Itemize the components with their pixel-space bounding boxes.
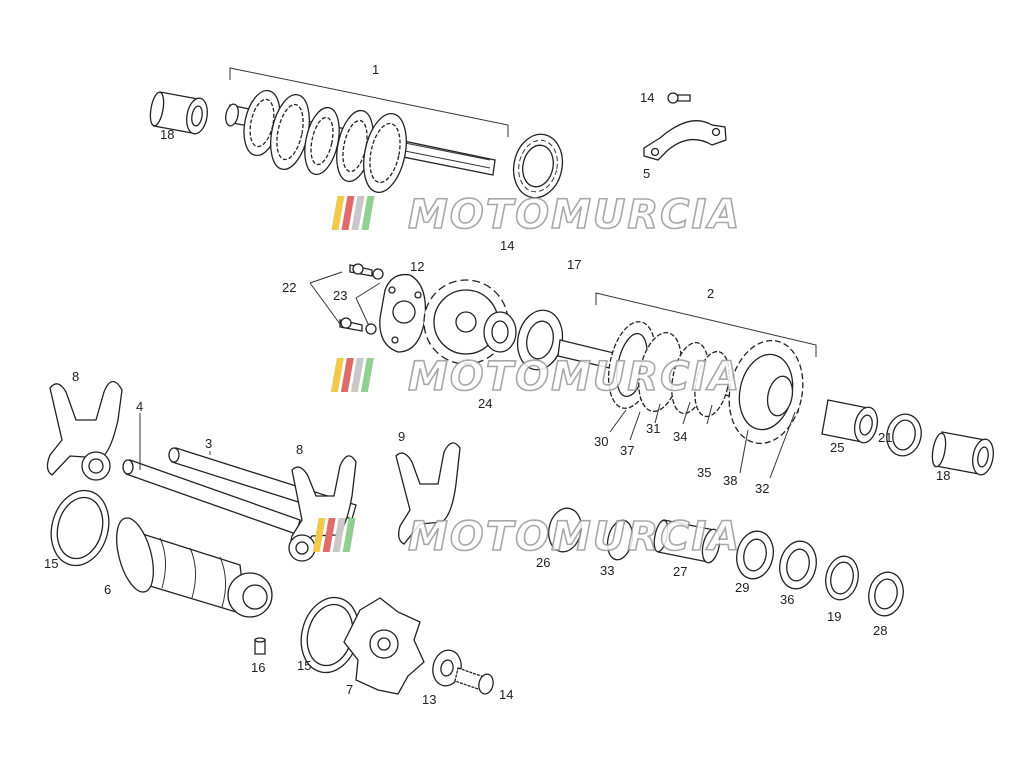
label-part-37: 37 xyxy=(620,443,634,458)
label-part-22: 22 xyxy=(282,280,296,295)
bushing-27 xyxy=(653,519,721,564)
circlip-19 xyxy=(825,555,859,601)
label-part-1: 1 xyxy=(372,62,379,77)
label-part-18: 18 xyxy=(160,127,174,142)
label-part-4: 4 xyxy=(136,399,143,414)
label-part-5: 5 xyxy=(643,166,650,181)
label-part-15: 15 xyxy=(44,556,58,571)
selector-drum-6 xyxy=(116,517,273,618)
washer-13 xyxy=(432,649,462,687)
label-part-30: 30 xyxy=(594,434,608,449)
label-part-36: 36 xyxy=(780,592,794,607)
label-part-38: 38 xyxy=(723,473,737,488)
label-part-16: 16 xyxy=(251,660,265,675)
spacer-and-bearing-24 xyxy=(483,309,564,371)
pin-16 xyxy=(254,637,266,655)
label-part-8: 8 xyxy=(296,442,303,457)
part-labels: 1 18 14 14 5 17 12 22 23 2 24 8 4 3 8 9 … xyxy=(44,62,950,707)
label-part-7: 7 xyxy=(346,682,353,697)
label-part-9: 9 xyxy=(398,429,405,444)
watermark-bottom: MOTOMURCIA xyxy=(312,513,741,561)
label-part-13: 13 xyxy=(422,692,436,707)
label-part-34: 34 xyxy=(673,429,687,444)
ball-bearing-14-top xyxy=(512,133,564,199)
secondary-shaft-assembly xyxy=(557,292,817,445)
label-part-25: 25 xyxy=(830,440,844,455)
label-part-19: 19 xyxy=(827,609,841,624)
label-part-28: 28 xyxy=(873,623,887,638)
label-part-17: 17 xyxy=(567,257,581,272)
screw-14-bottom xyxy=(454,667,494,695)
label-part-35: 35 xyxy=(697,465,711,480)
o-ring-15-left xyxy=(50,489,110,567)
label-part-12: 12 xyxy=(410,259,424,274)
watermark-text: MOTOMURCIA xyxy=(408,192,741,238)
washer-36 xyxy=(779,540,817,590)
leader-lines xyxy=(139,401,796,479)
washer-29 xyxy=(736,530,774,580)
circlip-33 xyxy=(606,519,634,561)
watermark-text: MOTOMURCIA xyxy=(408,514,741,560)
watermark-top: MOTOMURCIA xyxy=(331,191,741,239)
o-ring-15-bottom xyxy=(300,596,360,674)
label-part-31: 31 xyxy=(646,421,660,436)
label-part-29: 29 xyxy=(735,580,749,595)
label-part-6: 6 xyxy=(104,582,111,597)
shift-fork-9 xyxy=(395,442,461,545)
label-part-32: 32 xyxy=(755,481,769,496)
label-part-15: 15 xyxy=(297,658,311,673)
bearing-retainer-5 xyxy=(643,120,727,161)
label-part-26: 26 xyxy=(536,555,550,570)
label-part-8: 8 xyxy=(72,369,79,384)
needle-bearing-18-top xyxy=(149,91,208,135)
label-part-27: 27 xyxy=(673,564,687,579)
label-part-23: 23 xyxy=(333,288,347,303)
gear-cluster-top xyxy=(243,89,407,193)
needle-bearing-18-right xyxy=(931,431,994,476)
label-part-18: 18 xyxy=(936,468,950,483)
label-part-14: 14 xyxy=(500,238,514,253)
primary-shaft-assembly xyxy=(149,67,564,199)
label-part-33: 33 xyxy=(600,563,614,578)
watermark-text: MOTOMURCIA xyxy=(408,354,741,400)
label-part-14: 14 xyxy=(499,687,513,702)
label-part-24: 24 xyxy=(478,396,492,411)
bearing-25 xyxy=(821,399,879,444)
spacer-26 xyxy=(548,507,582,553)
label-part-3: 3 xyxy=(205,436,212,451)
plate-12-and-screws xyxy=(309,263,427,353)
screw-14-top xyxy=(667,92,691,104)
label-part-14: 14 xyxy=(640,90,654,105)
washer-28 xyxy=(868,571,904,617)
washer-21 xyxy=(886,413,922,457)
watermark-middle: MOTOMURCIA xyxy=(330,353,741,401)
shift-fork-8-left xyxy=(46,380,123,481)
index-star-7 xyxy=(343,597,425,695)
label-part-2: 2 xyxy=(707,286,714,301)
label-part-21: 21 xyxy=(878,430,892,445)
